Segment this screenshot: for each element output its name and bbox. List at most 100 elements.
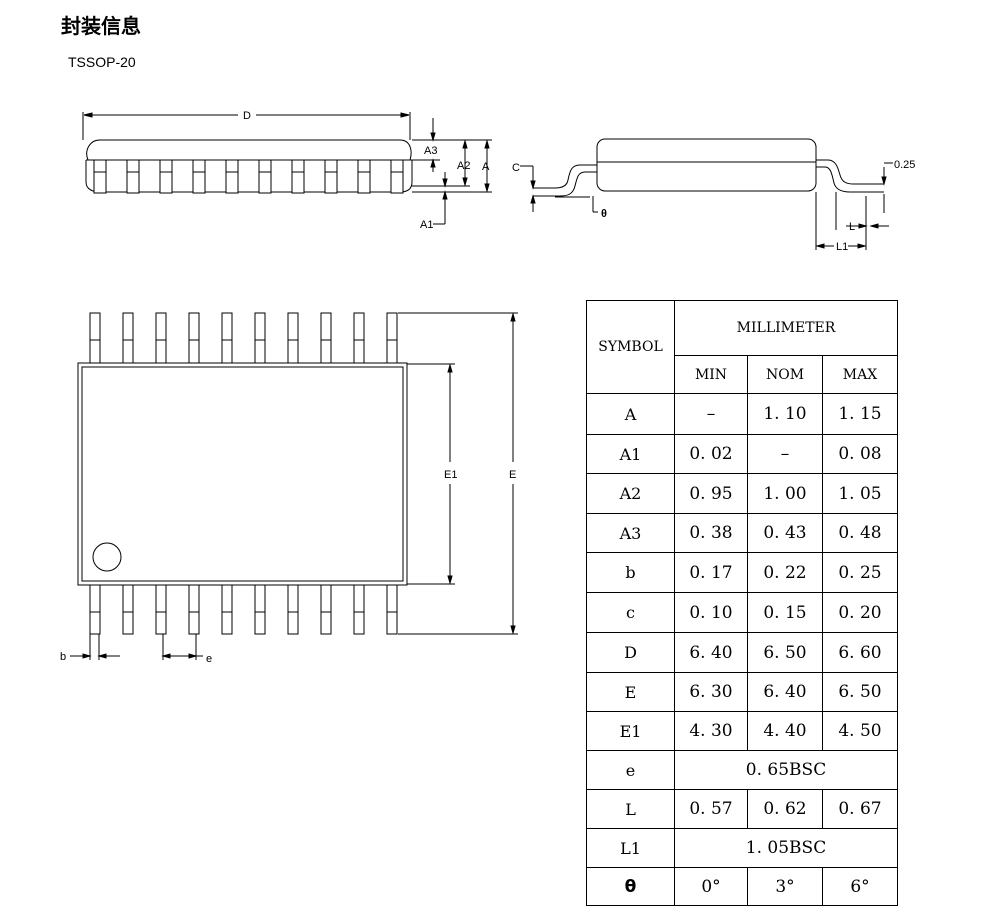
top-pin	[287, 584, 299, 635]
min-value-cell: 0. 38	[674, 513, 748, 553]
dim-label-a1: A1	[420, 219, 433, 231]
side-lead	[93, 159, 107, 194]
max-value-cell: 6°	[822, 867, 898, 906]
symbol-cell: E1	[586, 711, 675, 751]
dim-label-a3: A3	[424, 145, 437, 157]
min-value-cell: 0. 57	[674, 789, 748, 829]
page-title: 封装信息	[61, 14, 141, 38]
min-value-cell: 4. 30	[674, 711, 748, 751]
symbol-cell: A3	[586, 513, 675, 553]
nom-value-cell: 6. 50	[747, 632, 823, 673]
dim-label-l: L	[849, 221, 855, 233]
symbol-cell: b	[586, 552, 675, 593]
top-pin	[155, 584, 167, 635]
dim-label-l1: L1	[836, 241, 848, 253]
side-lead	[324, 159, 338, 194]
symbol-cell: θ	[586, 867, 675, 906]
col-nom-header: NOM	[747, 355, 823, 394]
max-value-cell: 0. 67	[822, 789, 898, 829]
min-value-cell: 0. 10	[674, 592, 748, 633]
symbol-cell: L1	[586, 828, 675, 868]
package-name: TSSOP-20	[68, 54, 136, 70]
max-value-cell: 6. 60	[822, 632, 898, 673]
min-value-cell: 0. 02	[674, 434, 748, 474]
dim-label-a: A	[482, 161, 490, 173]
top-pin	[353, 584, 365, 635]
min-value-cell: 0. 17	[674, 552, 748, 593]
symbol-cell: L	[586, 789, 675, 829]
bsc-value-cell: 1. 05BSC	[674, 828, 898, 868]
nom-value-cell: 3°	[747, 867, 823, 906]
top-pin	[89, 584, 101, 635]
side-lead	[159, 159, 173, 194]
symbol-cell: D	[586, 632, 675, 673]
max-value-cell: 0. 20	[822, 592, 898, 633]
top-pin	[386, 312, 398, 364]
max-value-cell: 1. 05	[822, 473, 898, 514]
min-value-cell: 6. 30	[674, 672, 748, 712]
dim-label-d: D	[243, 110, 251, 122]
top-pin	[221, 584, 233, 635]
dim-label-b: b	[60, 651, 66, 663]
nom-value-cell: 4. 40	[747, 711, 823, 751]
top-pin	[320, 312, 332, 364]
symbol-cell: A1	[586, 434, 675, 474]
top-pin	[188, 312, 200, 364]
col-min-header: MIN	[674, 355, 748, 394]
dim-label-c: C	[512, 162, 520, 174]
side-lead	[390, 159, 404, 194]
symbol-cell: E	[586, 672, 675, 712]
max-value-cell: 4. 50	[822, 711, 898, 751]
max-value-cell: 0. 08	[822, 434, 898, 474]
dim-label-theta: θ	[601, 208, 607, 220]
dim-label-e-width: E	[509, 469, 516, 481]
top-pin	[254, 312, 266, 364]
bsc-value-cell: 0. 65BSC	[674, 750, 898, 790]
top-pin	[320, 584, 332, 635]
side-lead	[291, 159, 305, 194]
dim-label-025: 0.25	[894, 159, 915, 171]
side-lead	[357, 159, 371, 194]
top-pin	[89, 312, 101, 364]
side-lead	[192, 159, 206, 194]
top-pin	[221, 312, 233, 364]
side-lead	[225, 159, 239, 194]
col-max-header: MAX	[822, 355, 898, 394]
min-value-cell: –	[674, 393, 748, 435]
min-value-cell: 6. 40	[674, 632, 748, 673]
symbol-cell: c	[586, 592, 675, 633]
max-value-cell: 1. 15	[822, 393, 898, 435]
nom-value-cell: 0. 22	[747, 552, 823, 593]
top-pin	[188, 584, 200, 635]
min-value-cell: 0. 95	[674, 473, 748, 514]
top-pin	[122, 312, 134, 364]
nom-value-cell: –	[747, 434, 823, 474]
max-value-cell: 6. 50	[822, 672, 898, 712]
nom-value-cell: 0. 43	[747, 513, 823, 553]
dim-label-e1: E1	[444, 469, 457, 481]
nom-value-cell: 6. 40	[747, 672, 823, 712]
top-pin	[155, 312, 167, 364]
max-value-cell: 0. 25	[822, 552, 898, 593]
dim-label-a2: A2	[457, 160, 470, 172]
unit-header: MILLIMETER	[674, 300, 898, 356]
nom-value-cell: 1. 10	[747, 393, 823, 435]
top-pin	[122, 584, 134, 635]
symbol-cell: e	[586, 750, 675, 790]
side-lead	[258, 159, 272, 194]
nom-value-cell: 0. 62	[747, 789, 823, 829]
